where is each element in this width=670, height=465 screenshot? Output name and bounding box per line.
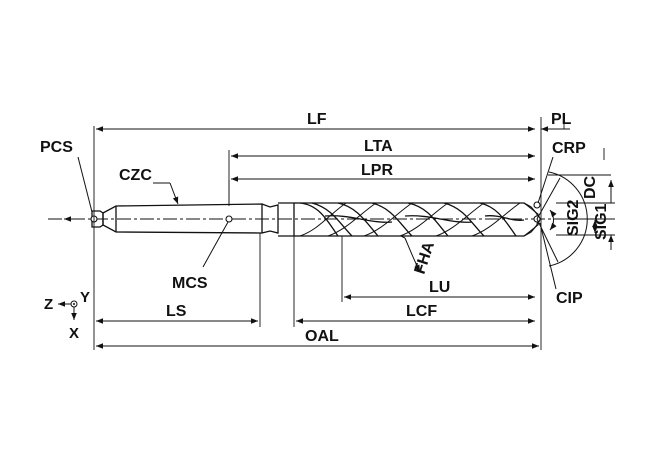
axis-y-label: Y bbox=[80, 289, 90, 306]
neck bbox=[261, 203, 279, 234]
label-ls: LS bbox=[166, 303, 187, 320]
reference-points bbox=[90, 201, 541, 223]
extension-lines bbox=[93, 117, 615, 350]
leader-pcs bbox=[77, 156, 93, 213]
label-lpr: LPR bbox=[361, 162, 393, 179]
label-lu: LU bbox=[429, 279, 450, 296]
label-oal: OAL bbox=[305, 328, 339, 345]
crp-point bbox=[533, 201, 541, 209]
label-dc: DC bbox=[582, 175, 599, 199]
label-sig2: SIG2 bbox=[565, 199, 582, 236]
dimension-lines bbox=[58, 126, 614, 349]
label-czc: CZC bbox=[119, 167, 152, 184]
label-lta: LTA bbox=[364, 138, 393, 155]
label-mcs: MCS bbox=[172, 275, 208, 292]
labels: LF PL PCS LTA CRP CZC LPR DC SIG2 SIG1 F… bbox=[40, 111, 610, 345]
arc-sig-large bbox=[548, 171, 588, 267]
label-crp: CRP bbox=[552, 140, 586, 157]
body-start bbox=[278, 202, 295, 237]
leader-mcs bbox=[202, 221, 229, 268]
flute-helix bbox=[299, 202, 525, 237]
flute-outline bbox=[300, 202, 539, 237]
label-lf: LF bbox=[307, 111, 327, 128]
axis-x-label: X bbox=[69, 325, 79, 342]
label-pcs: PCS bbox=[40, 139, 73, 156]
label-fha: FHA bbox=[412, 239, 438, 276]
taper-shank bbox=[102, 203, 263, 234]
label-cip: CIP bbox=[556, 290, 583, 307]
arc-sig2 bbox=[549, 209, 557, 231]
arc-fha bbox=[404, 237, 421, 273]
label-sig1: SIG1 bbox=[593, 203, 610, 240]
label-pl: PL bbox=[551, 111, 572, 128]
label-lcf: LCF bbox=[406, 303, 437, 320]
mcs-point bbox=[225, 215, 233, 223]
axis-z-label: Z bbox=[44, 296, 53, 313]
leader-cip bbox=[539, 222, 557, 290]
leader-czc-b bbox=[169, 182, 179, 205]
leader-crp bbox=[537, 156, 554, 204]
